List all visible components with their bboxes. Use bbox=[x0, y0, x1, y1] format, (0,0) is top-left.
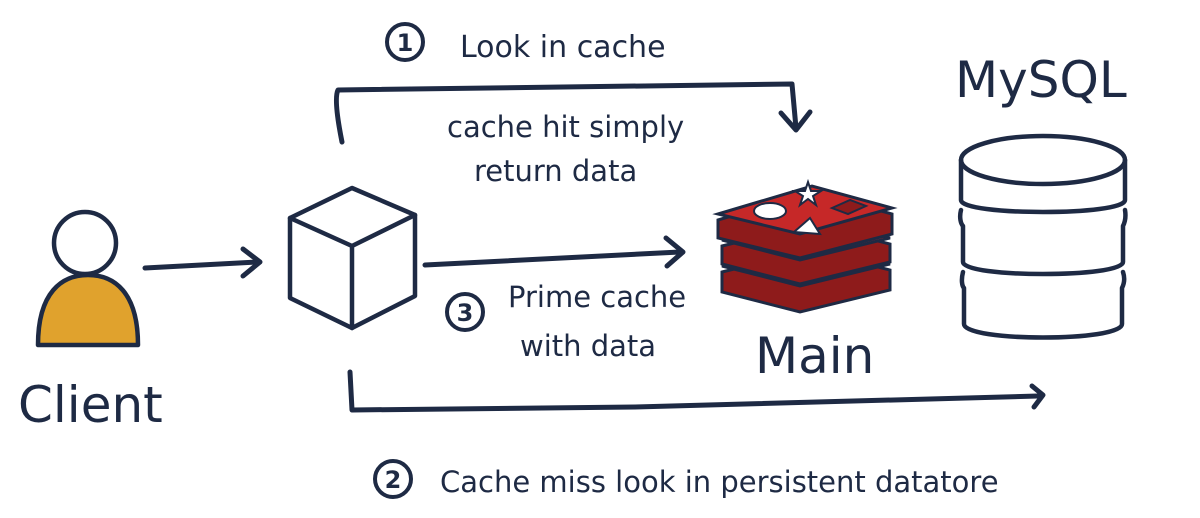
client-node: Client bbox=[18, 209, 163, 434]
database-label: MySQL bbox=[955, 51, 1127, 109]
step-3-label-line2: with data bbox=[520, 329, 656, 363]
cache-miss-arrow bbox=[347, 369, 1046, 413]
redis-glyphs bbox=[753, 178, 869, 236]
cache-hit-line2: return data bbox=[474, 154, 637, 188]
cache-hit-note: cache hit simply return data bbox=[447, 110, 684, 188]
database-cylinder-icon bbox=[957, 133, 1128, 340]
redis-stack-icon bbox=[712, 178, 898, 314]
step-2-number: 2 bbox=[385, 466, 402, 494]
database-node: MySQL bbox=[955, 51, 1128, 340]
cache-hit-line1: cache hit simply bbox=[447, 110, 684, 144]
client-label: Client bbox=[18, 376, 163, 434]
step-1-number: 1 bbox=[397, 29, 414, 57]
look-in-cache-arrow bbox=[333, 81, 813, 145]
step-1-label: Look in cache bbox=[460, 30, 666, 65]
cache-label: Main bbox=[755, 327, 874, 385]
prime-cache-arrow bbox=[422, 235, 686, 269]
cache-node: Main bbox=[712, 178, 898, 385]
step-3: 3 Prime cache with data bbox=[445, 280, 686, 363]
cube-icon bbox=[287, 185, 418, 331]
person-icon bbox=[35, 209, 141, 348]
step-3-number: 3 bbox=[457, 299, 474, 327]
step-2: 2 Cache miss look in persistent datatore bbox=[373, 459, 999, 499]
step-1: 1 Look in cache bbox=[385, 22, 666, 65]
step-2-label: Cache miss look in persistent datatore bbox=[440, 465, 999, 499]
step-3-label-line1: Prime cache bbox=[508, 280, 686, 314]
client-to-app-arrow bbox=[142, 246, 263, 279]
